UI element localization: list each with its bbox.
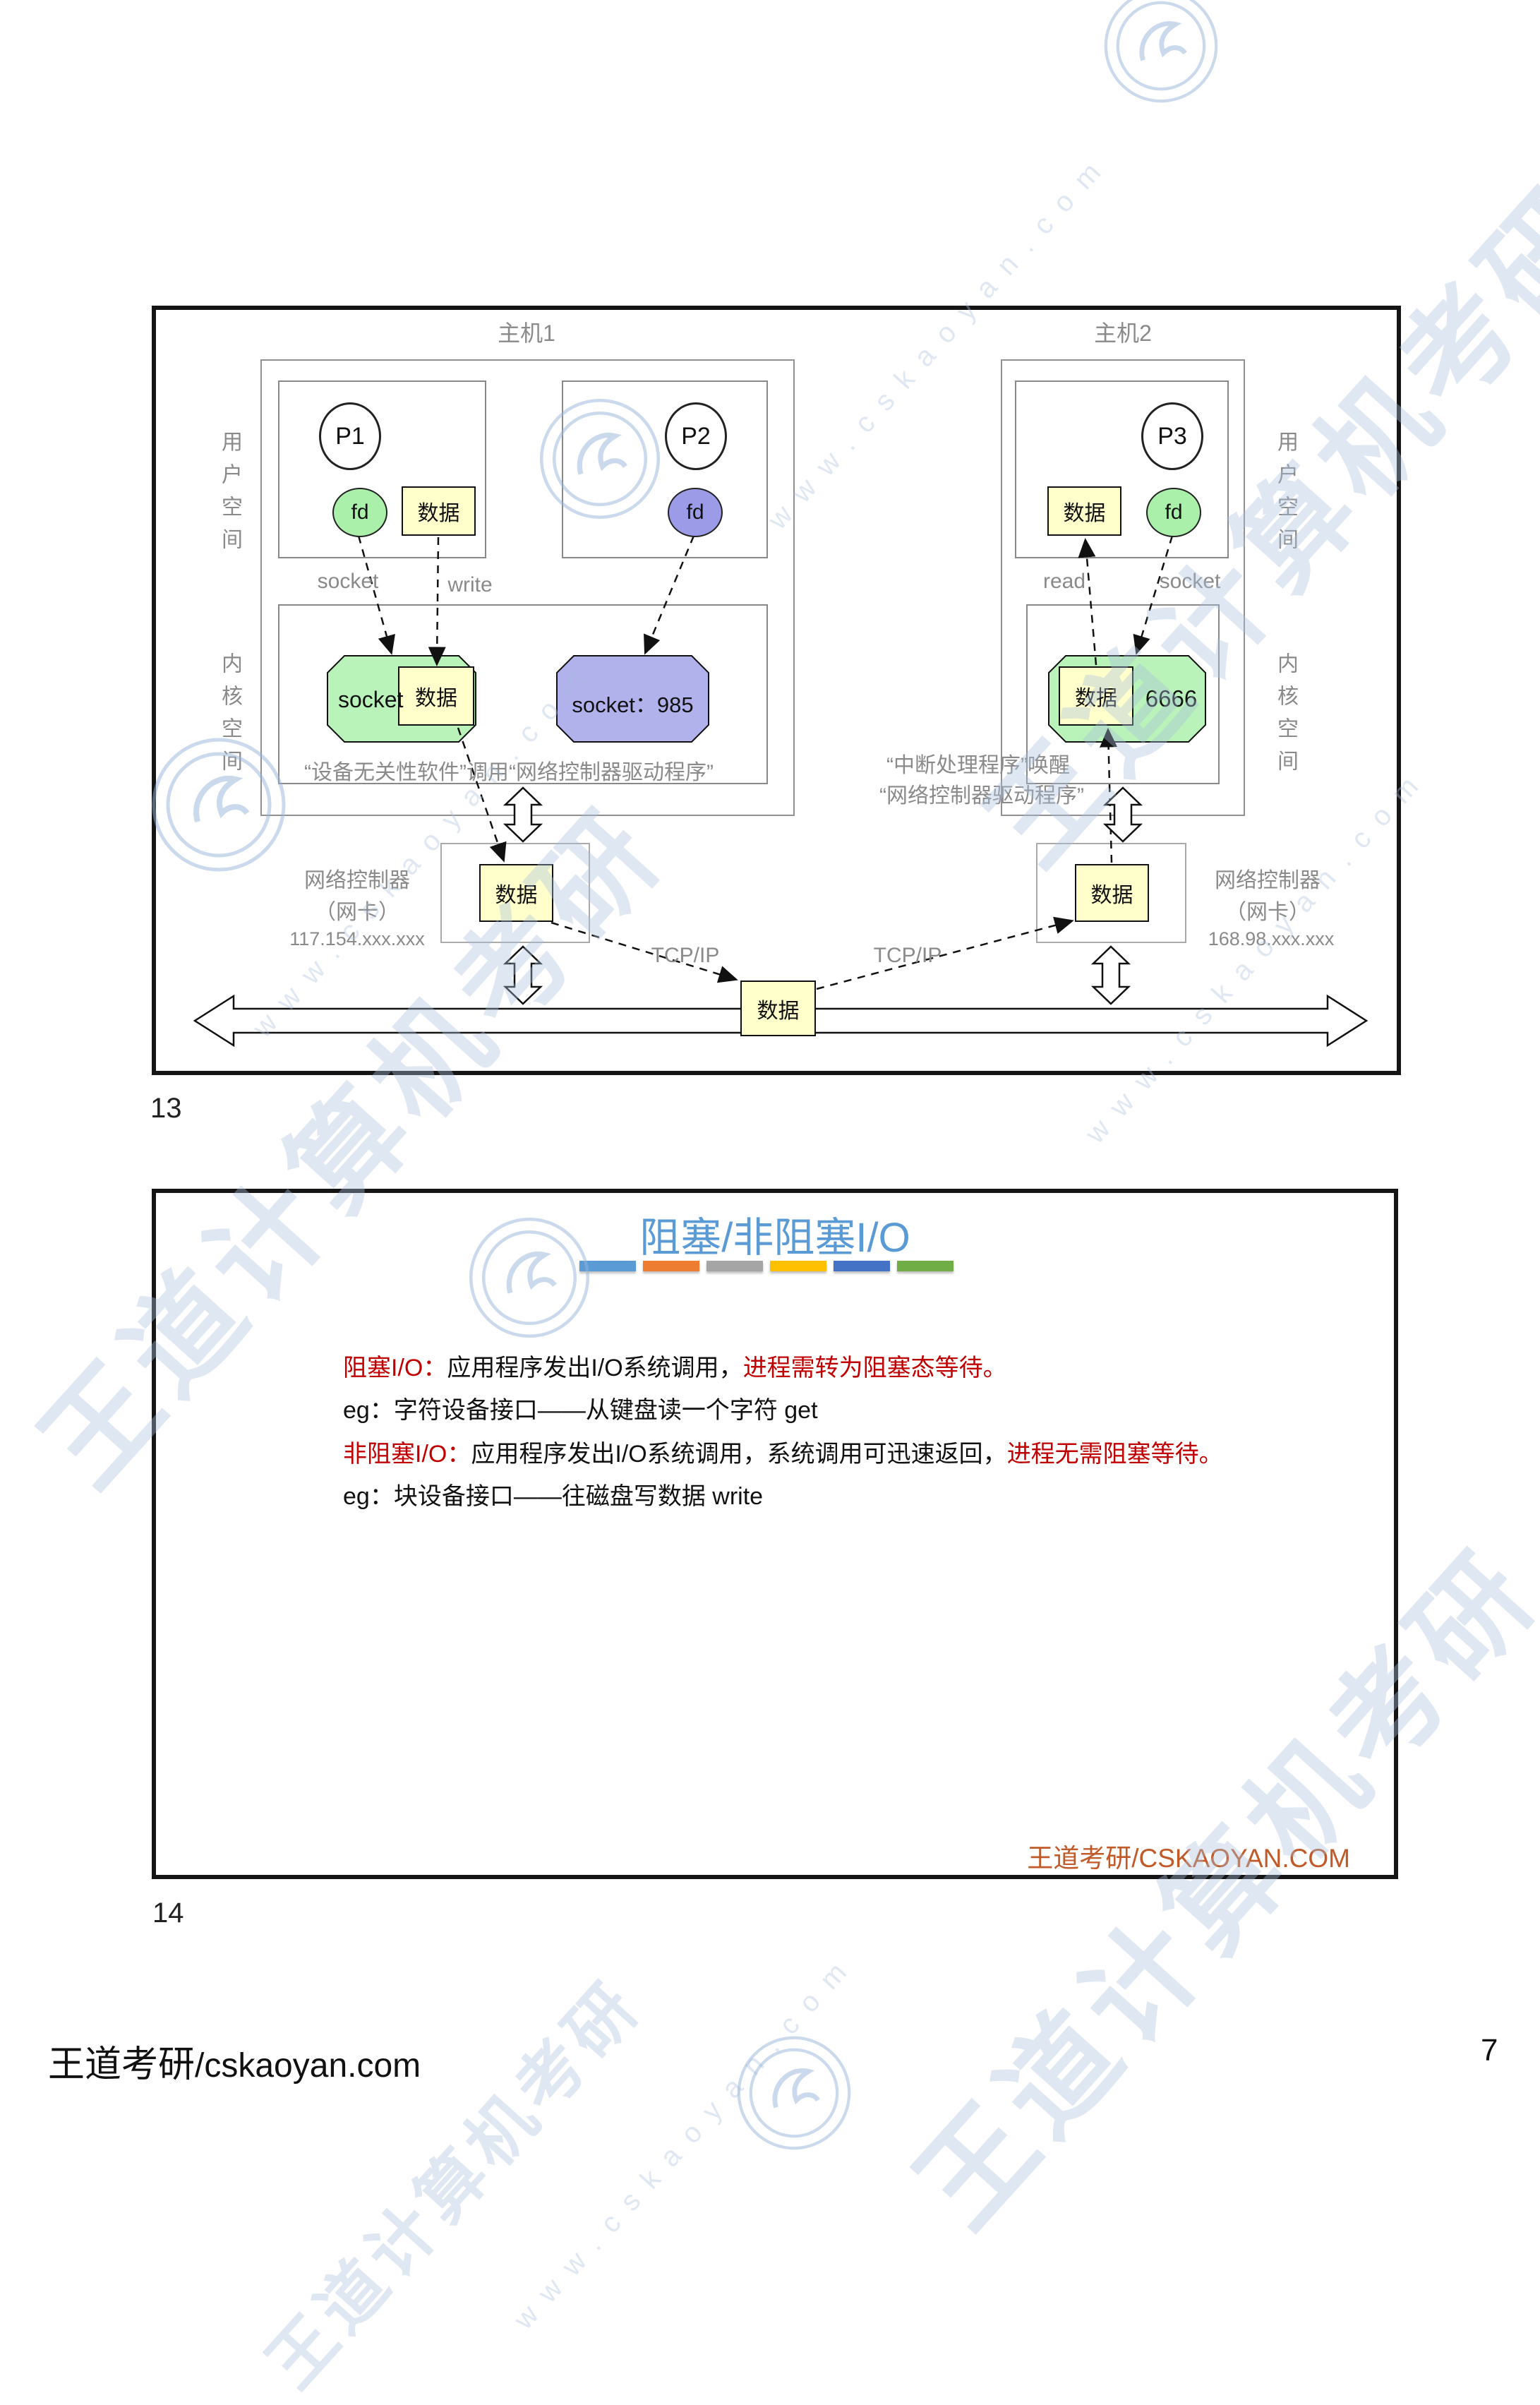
nonblocking-io-emphasis: 进程无需阻塞等待。 <box>1006 1441 1223 1468</box>
page-footer-brand: 王道考研/cskaoyan.com <box>48 2034 421 2087</box>
kernel2-box <box>1026 604 1220 784</box>
data-box-kernel-host1: 数据 <box>398 666 474 726</box>
nonblocking-io-paragraph: 非阻塞I/O：应用程序发出I/O系统调用，系统调用可迅速返回，进程无需阻塞等待。… <box>343 1433 1331 1518</box>
host2-title: 主机2 <box>1094 320 1152 346</box>
data-box-user-host2: 数据 <box>1047 486 1121 536</box>
nonblocking-io-line1: 非阻塞I/O：应用程序发出I/O系统调用，系统调用可迅速返回，进程无需阻塞等待。 <box>343 1433 1331 1475</box>
nonblocking-io-term: 非阻塞I/O： <box>343 1441 471 1468</box>
nonblocking-io-desc: 应用程序发出I/O系统调用，系统调用可迅速返回， <box>471 1441 1007 1468</box>
document-page: { "page": { "footer_brand_cn": "王道考研", "… <box>18 0 1540 2402</box>
read-call-label: read <box>1042 570 1086 593</box>
tcpip-label-right: TCP/IP <box>873 944 942 967</box>
blocking-io-line1: 阻塞I/O：应用程序发出I/O系统调用，进程需转为阻塞态等待。 <box>343 1347 1261 1389</box>
accent-bar-row <box>579 1261 954 1271</box>
kernel-space-label-left: 内核空间 <box>218 652 241 782</box>
host1-title: 主机1 <box>498 320 555 346</box>
watermark-brand-text: 王道计算机考研 <box>253 1966 656 2402</box>
slide-14-canvas: 阻塞/非阻塞I/O 阻塞I/O：应用程序发出I/O系统调用，进程需转为阻塞态等待… <box>156 1193 1394 1875</box>
kernel-space-label-right: 内核空间 <box>1274 652 1297 782</box>
socket-call-label-host2: socket <box>1159 570 1221 593</box>
socket-6666-label: 6666 <box>1145 685 1198 712</box>
kernel2-caption-line1: “中断处理程序”唤醒 <box>886 754 1070 777</box>
slide-13-number: 13 <box>150 1093 182 1124</box>
blocking-io-paragraph: 阻塞I/O：应用程序发出I/O系统调用，进程需转为阻塞态等待。 eg：字符设备接… <box>343 1347 1261 1432</box>
user-space-label-left: 用户空间 <box>218 431 241 560</box>
accent-bar <box>643 1261 699 1271</box>
blocking-io-desc: 应用程序发出I/O系统调用， <box>447 1355 743 1381</box>
nic2-name: 网络控制器 <box>1215 869 1321 892</box>
watermark-seal-logo <box>737 2036 851 2150</box>
data-box-nic-host2: 数据 <box>1075 864 1149 922</box>
socket-call-label-host1: socket <box>317 570 379 593</box>
write-call-label: write <box>447 573 493 596</box>
fd-circle-host1-p1: fd <box>332 488 387 537</box>
slide-14: 阻塞/非阻塞I/O 阻塞I/O：应用程序发出I/O系统调用，进程需转为阻塞态等待… <box>152 1189 1398 1879</box>
accent-bar <box>706 1261 763 1271</box>
process-p2: P2 <box>665 402 727 470</box>
process-p2-box <box>562 380 768 558</box>
tcpip-label-left: TCP/IP <box>651 944 720 967</box>
user-space-label-right: 用户空间 <box>1274 431 1297 560</box>
accent-bar <box>770 1261 826 1271</box>
socket-octagon-host1-label: socket <box>338 687 404 712</box>
blocking-io-term: 阻塞I/O： <box>343 1355 447 1381</box>
kernel1-caption: “设备无关性软件”调用“网络控制器驱动程序” <box>304 761 714 784</box>
process-p3-box <box>1015 380 1229 558</box>
fd-circle-host2-p3: fd <box>1146 488 1201 537</box>
nic1-sub: （网卡） <box>315 901 399 924</box>
kernel1-box <box>278 604 768 784</box>
nic2-sub: （网卡） <box>1225 901 1310 924</box>
accent-bar <box>834 1261 890 1271</box>
nic1-name: 网络控制器 <box>304 869 410 892</box>
watermark-site-text: www.cskaoyan.com <box>507 1945 863 2336</box>
nonblocking-io-example: eg：块设备接口——往磁盘写数据 write <box>343 1483 764 1510</box>
accent-bar <box>579 1261 636 1271</box>
socket-985-label: socket：985 <box>572 692 694 717</box>
slide-13-canvas: 主机1 主机2 用户空间 内核空间 用户空间 内核空间 <box>156 310 1397 1071</box>
slide-14-number: 14 <box>152 1897 184 1929</box>
data-box-user-host1: 数据 <box>402 486 476 536</box>
data-box-bus: 数据 <box>740 980 816 1036</box>
accent-bar <box>897 1261 954 1271</box>
slide-14-brand-footer: 王道考研/CSKAOYAN.COM <box>1027 1844 1350 1873</box>
process-p1: P1 <box>319 402 381 470</box>
watermark-seal-logo <box>1104 0 1218 103</box>
kernel2-caption-line2: “网络控制器驱动程序” <box>879 784 1084 808</box>
data-box-kernel-host2: 数据 <box>1059 666 1133 726</box>
slide-14-title: 阻塞/非阻塞I/O <box>639 1215 910 1261</box>
footer-brand-site: /cskaoyan.com <box>195 2047 421 2085</box>
footer-brand-cn: 王道考研 <box>48 2045 195 2085</box>
data-box-nic-host1: 数据 <box>479 864 553 922</box>
process-p3: P3 <box>1141 402 1203 470</box>
page-number: 7 <box>1481 2033 1498 2068</box>
blocking-io-example: eg：字符设备接口——从键盘读一个字符 get <box>343 1397 818 1424</box>
blocking-io-emphasis: 进程需转为阻塞态等待。 <box>742 1355 1007 1381</box>
slide-13: 主机1 主机2 用户空间 内核空间 用户空间 内核空间 <box>152 306 1401 1075</box>
nic2-ip: 168.98.xxx.xxx <box>1208 928 1335 949</box>
fd-circle-host1-p2: fd <box>668 488 723 537</box>
nic1-ip: 117.154.xxx.xxx <box>289 928 425 949</box>
